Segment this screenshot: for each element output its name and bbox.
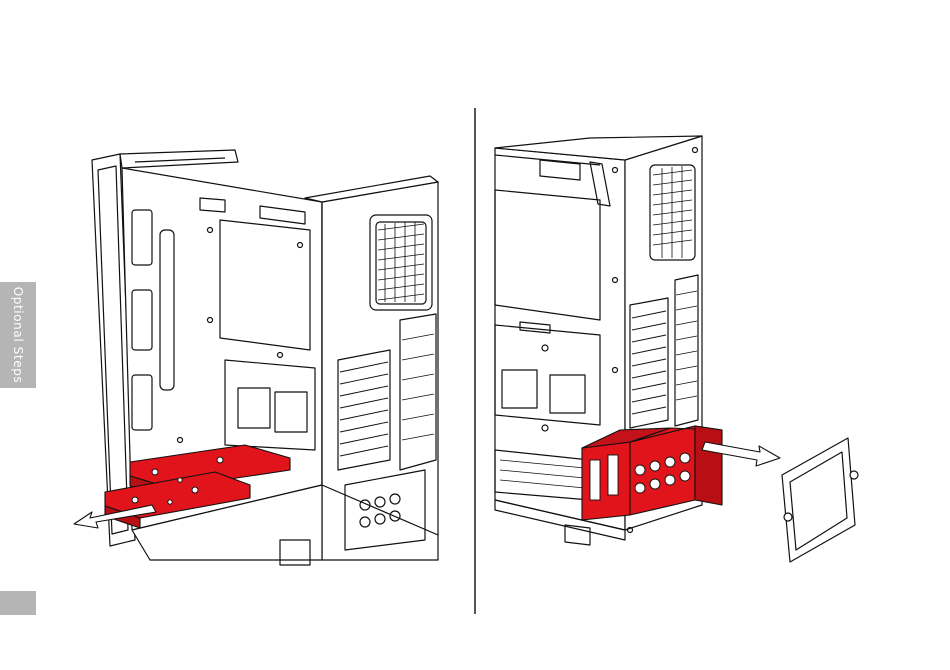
page-tab bbox=[0, 591, 36, 615]
pc-case-drive-tray-removal-icon bbox=[60, 140, 450, 580]
pc-case-drive-cage-removal-icon bbox=[490, 130, 890, 570]
section-tab-label: Optional Steps bbox=[11, 287, 25, 384]
section-tab: Optional Steps bbox=[0, 282, 36, 388]
drive-tray-removal-illustration bbox=[60, 140, 450, 580]
drive-cage-removal-illustration bbox=[490, 130, 890, 570]
column-divider bbox=[474, 108, 476, 614]
